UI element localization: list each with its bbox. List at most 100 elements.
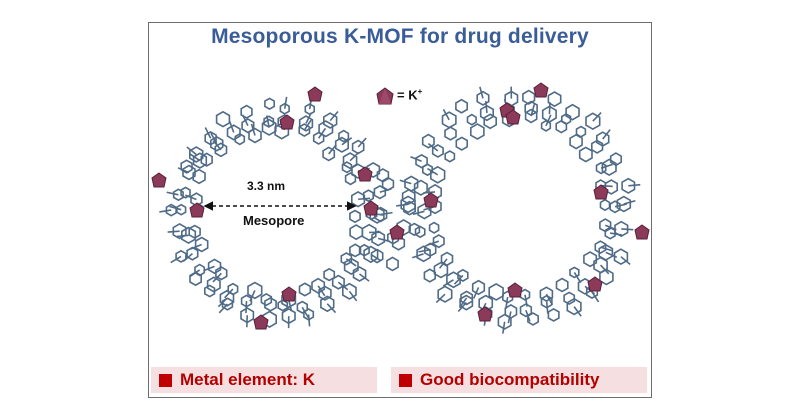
framework-hexagon [599, 198, 611, 212]
framework-hexagon [221, 297, 234, 311]
k-ion-node [281, 286, 297, 302]
framework-hexagon [298, 115, 314, 132]
k-ion-node [253, 314, 269, 330]
framework-hexagon [165, 203, 177, 217]
pore-distance-label: 3.3 nm [247, 179, 286, 193]
framework-hexagon [180, 226, 197, 245]
framework-hexagon [578, 146, 593, 163]
framework-hexagon [261, 118, 277, 136]
framework-hexagon [595, 131, 610, 147]
framework-hexagon [370, 248, 384, 264]
framework-hexagon [604, 179, 619, 195]
framework-bond [453, 274, 464, 285]
framework-hexagon [540, 119, 552, 132]
framework-hexagon [172, 188, 184, 202]
framework-hexagon [414, 225, 426, 239]
framework-hexagon [172, 222, 187, 240]
framework-hexagon [547, 91, 562, 108]
framework-hexagon [349, 209, 361, 224]
framework-bond [189, 153, 201, 162]
framework-bond [224, 288, 234, 299]
framework-bond [399, 179, 412, 185]
framework-hexagon [569, 266, 580, 279]
framework-bond [359, 273, 370, 282]
k-ion-node [593, 184, 609, 200]
framework-hexagon [279, 102, 290, 115]
framework-hexagon [180, 159, 193, 174]
framework-hexagon [614, 220, 629, 238]
framework-bond [228, 120, 235, 133]
framework-hexagon [415, 153, 428, 169]
framework-hexagon [234, 132, 246, 146]
framework-hexagon [616, 195, 632, 213]
framework-bond [341, 137, 353, 146]
framework-hexagon [569, 133, 583, 150]
framework-hexagon [264, 97, 275, 111]
mof-structure-diagram [151, 82, 650, 334]
framework-hexagon [575, 125, 587, 138]
framework-hexagon [311, 277, 326, 294]
framework-hexagon [479, 104, 495, 122]
framework-hexagon [403, 200, 417, 216]
framework-hexagon [200, 152, 213, 167]
framework-hexagon [599, 268, 614, 286]
framework-hexagon [539, 286, 554, 303]
framework-hexagon [340, 252, 353, 266]
bullet-square-icon [399, 373, 412, 387]
k-ion-node [189, 202, 205, 218]
framework-hexagon [519, 303, 533, 318]
framework-hexagon [421, 133, 435, 149]
legend-node-symbol [376, 87, 394, 105]
framework-hexagon [204, 130, 217, 146]
k-ion-node [505, 109, 521, 125]
framework-hexagon [322, 146, 336, 162]
framework-hexagon [497, 313, 512, 330]
framework-hexagon [176, 203, 187, 216]
framework-hexagon [471, 279, 486, 296]
framework-hexagon [432, 234, 445, 249]
framework-hexagon [323, 267, 336, 282]
k-ion-node [357, 166, 373, 182]
framework-bond [166, 191, 179, 196]
framework-bond [442, 108, 450, 121]
framework-bond [184, 194, 197, 201]
framework-bond [329, 110, 339, 122]
framework-hexagon [215, 266, 228, 281]
framework-bond [317, 285, 326, 297]
feature-metal-element: Metal element: K [151, 367, 377, 393]
framework-hexagon [366, 161, 381, 179]
framework-hexagon [318, 285, 332, 301]
framework-hexagon [446, 271, 461, 289]
framework-hexagon [247, 281, 263, 300]
framework-bond [167, 230, 180, 233]
framework-hexagon [565, 103, 580, 121]
framework-hexagon [401, 188, 416, 205]
framework-bond [410, 155, 422, 162]
framework-hexagon [457, 268, 469, 283]
framework-hexagon [560, 113, 572, 126]
framework-hexagon [241, 118, 255, 134]
framework-bond [473, 287, 480, 299]
framework-hexagon [361, 223, 377, 242]
framework-hexagon [192, 168, 206, 185]
framework-bond [317, 127, 327, 139]
framework-bond [396, 203, 409, 207]
framework-hexagon [343, 257, 359, 276]
framework-hexagon [391, 235, 406, 251]
framework-hexagon [296, 300, 308, 314]
framework-hexagon [566, 297, 582, 316]
legend-label: = K+ [397, 87, 422, 102]
framework-hexagon [527, 312, 540, 326]
framework-hexagon [207, 258, 222, 275]
figure-title: Mesoporous K-MOF for drug delivery [211, 25, 589, 48]
framework-hexagon [264, 296, 277, 312]
framework-hexagon [522, 89, 536, 105]
framework-hexagon [441, 111, 457, 129]
framework-bond [203, 265, 215, 272]
framework-hexagon [344, 172, 357, 186]
framework-hexagon [260, 292, 273, 307]
framework-hexagon [541, 105, 557, 123]
framework-hexagon [613, 248, 629, 266]
framework-hexagon [342, 152, 358, 170]
k-ion-node [363, 200, 379, 216]
